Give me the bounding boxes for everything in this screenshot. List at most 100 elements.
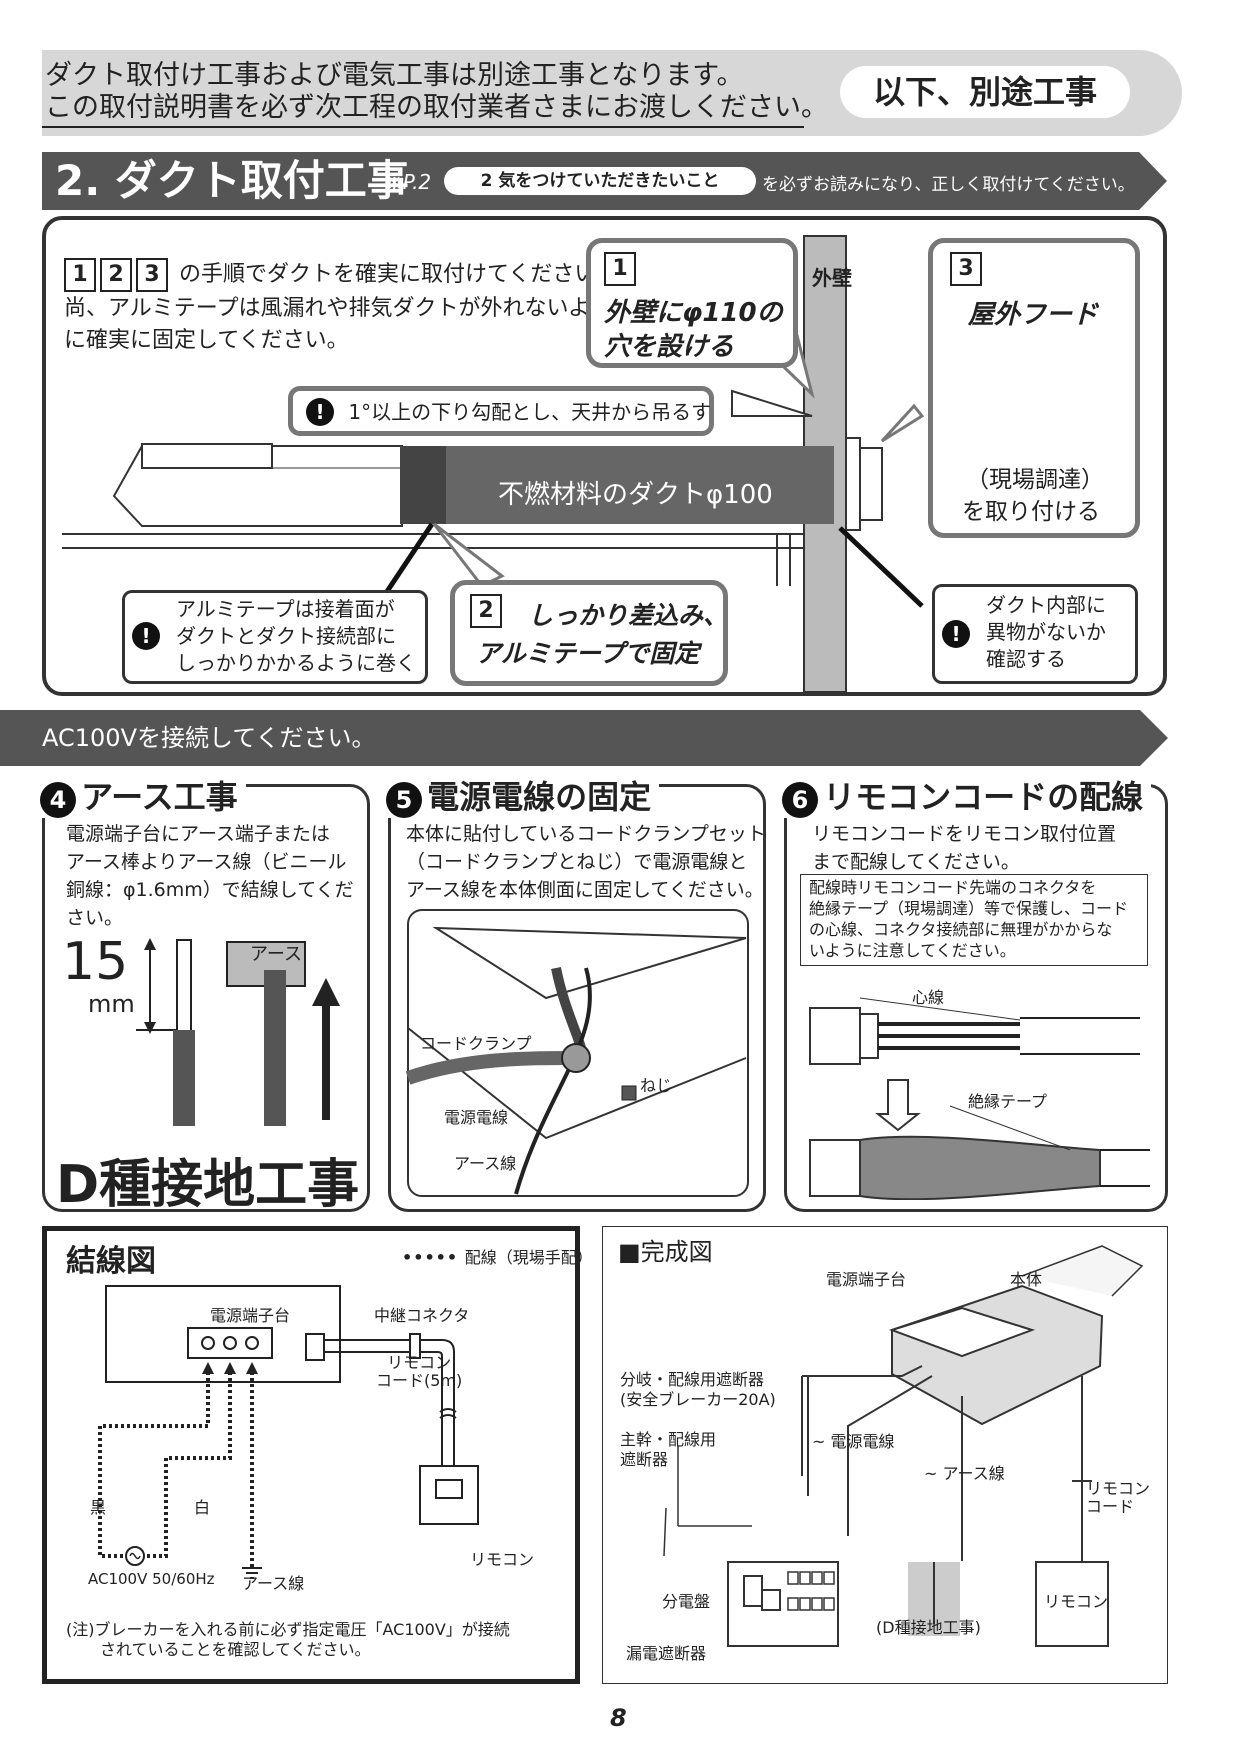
- step-6-text: リモコンコードをリモコン取付位置 まで配線してください。: [812, 820, 1116, 876]
- completion-earth-text: アース線: [942, 1464, 1005, 1483]
- step-5-text-line: （コードクランプとねじ）で電源電線と: [406, 851, 748, 873]
- step-4-box: [42, 784, 370, 1212]
- section-2-title: 2. ダクト取付工事: [55, 156, 409, 205]
- wiring-legend: ••••• 配線（現場手配）: [402, 1248, 593, 1267]
- tape-note-line: しっかりかかるように巻く: [176, 651, 416, 675]
- completion-remote-cord-line: コード: [1086, 1497, 1135, 1516]
- step-1-line-1: 外壁にφ110の: [604, 298, 783, 328]
- intro-num-1: 1: [64, 258, 96, 292]
- notice-underline: [42, 126, 804, 128]
- terminal-label: 電源端子台: [210, 1306, 291, 1325]
- completion-power-text: 電源電線: [830, 1432, 895, 1451]
- check-note-line: 確認する: [986, 647, 1066, 671]
- step-5-title: 電源電線の固定: [427, 778, 652, 816]
- black-wire-label: 黒: [90, 1498, 107, 1517]
- step-5-num: 5: [386, 782, 422, 818]
- tape-note-line: ダクトとダクト接続部に: [176, 624, 396, 648]
- earth-label: アース線: [242, 1574, 305, 1593]
- main-breaker-line: 遮断器: [620, 1450, 669, 1469]
- wiring-legend-label: 配線（現場手配）: [464, 1248, 593, 1267]
- remote-cord-label: リモコン コード(5m): [376, 1354, 462, 1390]
- warning-icon: !: [306, 398, 334, 426]
- step-6-note-line: 絶縁テープ（現場調達）等で保護し、コード: [809, 899, 1129, 918]
- step-4-text-line: 銅線：φ1.6mm）で結線してくだ: [66, 879, 354, 901]
- duct: [446, 446, 834, 524]
- wall-label: 外壁: [812, 266, 852, 290]
- intro-text-1: の手順でダクトを確実に取付けてください。: [179, 262, 619, 287]
- completion-remote-cord-line: リモコン: [1086, 1479, 1151, 1498]
- step-6-note-line: いように注意してください。: [809, 941, 1016, 960]
- step-5-text-line: 本体に貼付しているコードクランプセット: [406, 823, 766, 845]
- ac-section-title: AC100Vを接続してください。: [42, 724, 376, 752]
- step-3-line-1: （現場調達）: [966, 467, 1104, 493]
- white-wire-label: 白: [194, 1498, 211, 1517]
- insulating-tape-label: 絶縁テープ: [968, 1092, 1048, 1111]
- distribution-panel-label: 分電盤: [662, 1592, 711, 1611]
- wiring-note-line: されていることを確認してください。: [100, 1640, 371, 1659]
- aluminum-tape: [400, 446, 448, 524]
- completion-remote-cord-label: リモコン コード: [1086, 1480, 1150, 1516]
- step-6-text-line: まで配線してください。: [812, 851, 1020, 873]
- dimension-unit: mm: [88, 990, 135, 1018]
- intro-line-2: 尚、アルミテープは風漏れや排気ダクトが外れないよう: [64, 296, 613, 321]
- step-6-note-line: の心線、コネクタ接続部に無理がかからな: [809, 920, 1113, 939]
- step-2-box: [450, 580, 728, 686]
- completion-terminal-label: 電源端子台: [826, 1270, 907, 1289]
- screw-label: ねじ: [640, 1076, 673, 1095]
- step-3-line-2: を取り付ける: [962, 499, 1100, 525]
- step-4-text-line: アース棒よりアース線（ビニール: [66, 851, 347, 873]
- remote-cord-line: コード(5m): [376, 1371, 463, 1390]
- core-wire-label: 心線: [912, 988, 945, 1007]
- step-1-line-2: 穴を設ける: [604, 332, 735, 362]
- relay-connector-label: 中継コネクタ: [374, 1306, 470, 1325]
- step-2-line-2: アルミテープで固定: [476, 639, 700, 668]
- main-breaker-line: 主幹・配線用: [620, 1430, 717, 1449]
- clamp-label: コードクランプ: [420, 1034, 532, 1053]
- tape-note-line: アルミテープは接着面が: [176, 597, 395, 621]
- intro-num-3: 3: [136, 258, 168, 292]
- power-source-label: AC100V 50/60Hz: [88, 1570, 215, 1588]
- earth-label: アース: [250, 944, 303, 965]
- step-4-num: 4: [40, 782, 76, 818]
- fan-unit: [891, 1284, 1104, 1426]
- dimension-value: 15: [62, 932, 129, 992]
- notice-line-1: ダクト取付け工事および電気工事は別途工事となります。: [45, 60, 744, 91]
- step-6-note-line: 配線時リモコンコード先端のコネクタを: [809, 878, 1097, 897]
- leakage-breaker-label: 漏電遮断器: [626, 1644, 707, 1663]
- section-2-note: を必ずお読みになり、正しく取付けてください。: [762, 175, 1135, 195]
- completion-body-label: 本体: [1010, 1270, 1043, 1289]
- step-1-box: [586, 238, 798, 368]
- wiring-diagram-panel: [42, 1226, 580, 1684]
- step-6-title: リモコンコードの配線: [823, 778, 1144, 816]
- step-6-text-line: リモコンコードをリモコン取付位置: [812, 823, 1117, 845]
- completion-schematic: [663, 1245, 1144, 1647]
- ac-section-header: [0, 710, 1168, 766]
- wiring-note: (注)ブレーカーを入れる前に必ず指定電圧「AC100V」が接続 されていることを…: [66, 1620, 510, 1660]
- d-class-grounding-title: D種接地工事: [56, 1155, 360, 1215]
- remote-controller: [1035, 1561, 1109, 1647]
- step-5-text: 本体に貼付しているコードクランプセット （コードクランプとねじ）で電源電線と ア…: [406, 820, 766, 904]
- step-2-line-1: しっかり差込み、: [528, 601, 729, 630]
- check-note-box: [932, 584, 1138, 684]
- main-breaker-label: 主幹・配線用 遮断器: [620, 1430, 716, 1470]
- step-6-num: 6: [782, 782, 818, 818]
- step-4-text-line: さい。: [66, 907, 124, 929]
- completion-remote-label: リモコン: [1044, 1592, 1109, 1611]
- tape-note-box: [122, 590, 428, 684]
- step-2-num: 2: [470, 594, 502, 628]
- completion-power-label: ~ 電源電線: [812, 1432, 895, 1451]
- step-5-text-line: アース線を本体側面に固定してください。: [406, 879, 764, 901]
- step-3-box: [928, 238, 1140, 538]
- wiring-schematic: [98, 1285, 479, 1579]
- slope-note-box: [288, 386, 714, 436]
- step-3-title: 屋外フード: [968, 300, 1099, 330]
- intro-line-3: に確実に固定してください。: [64, 328, 349, 353]
- warning-icon: !: [132, 622, 160, 650]
- power-wire-label: 電源電線: [444, 1108, 509, 1127]
- completion-earth-label: ~ アース線: [924, 1464, 1005, 1483]
- branch-breaker-label: 分岐・配線用遮断器 (安全ブレーカー20A): [620, 1370, 776, 1410]
- notice-line-2: この取付説明書を必ず次工程の取付業者さまにお渡しください。: [45, 92, 828, 123]
- check-note: ダクト内部に 異物がないか 確認する: [986, 592, 1106, 673]
- step-4-title: アース工事: [81, 778, 238, 816]
